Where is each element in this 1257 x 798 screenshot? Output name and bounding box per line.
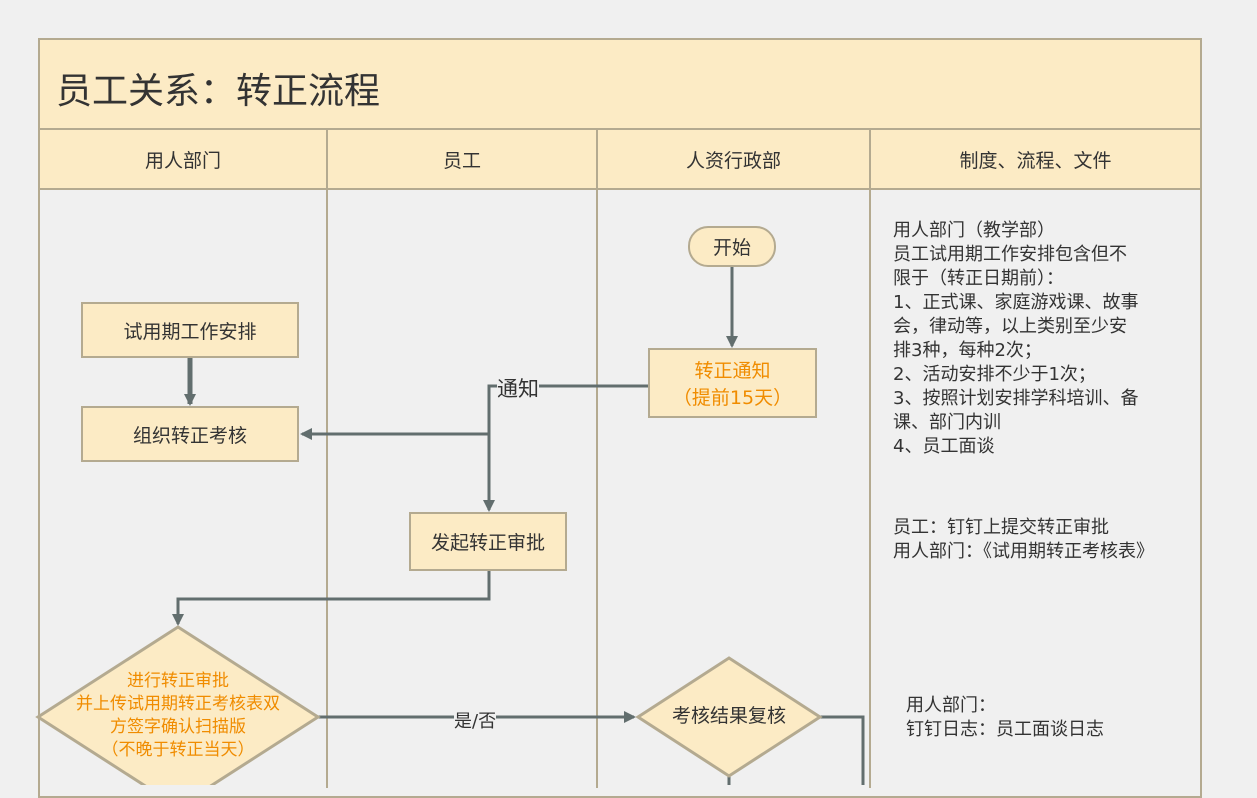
edge-label-yes-no: 是/否 xyxy=(454,707,497,733)
edge-notice-to-junction xyxy=(487,384,648,434)
notice-node[interactable]: 转正通知 （提前15天） xyxy=(648,348,817,418)
lane-header-employee: 员工 xyxy=(326,128,598,190)
notes-block-approval: 员工：钉钉上提交转正审批 用人部门：《试用期转正考核表》 xyxy=(893,517,1154,562)
notice-line1: 转正通知 xyxy=(694,360,771,382)
edge-result-out xyxy=(820,715,865,785)
lane-divider xyxy=(326,188,328,788)
start-node[interactable]: 开始 xyxy=(688,226,776,267)
initiate-approval-node[interactable]: 发起转正审批 xyxy=(409,512,567,571)
lane-header-hr-admin: 人资行政部 xyxy=(596,128,871,190)
review-result-diamond-shape xyxy=(635,656,823,778)
approval-diamond-text[interactable]: 进行转正审批 并上传试用期转正考核表双 方签字确认扫描版 （不晚于转正当天） xyxy=(76,671,280,760)
edge-label-notify: 通知 xyxy=(497,373,539,403)
lane-divider xyxy=(869,188,871,788)
approval-diamond-shape xyxy=(35,625,321,785)
notice-line2: （提前15天） xyxy=(672,387,793,409)
review-result-node[interactable]: 考核结果复核 xyxy=(671,705,786,727)
notes-block-probation: 用人部门（教学部） 员工试用期工作安排包含但不 限于（转正日期前）： 1、正式课… xyxy=(893,220,1139,457)
lane-header-hiring-dept: 用人部门 xyxy=(38,128,328,190)
edge-initiate-to-approval xyxy=(172,571,491,626)
lane-header-documents: 制度、流程、文件 xyxy=(869,128,1202,190)
lane-divider xyxy=(596,188,598,788)
notes-block-review: 用人部门： 钉钉日志：员工面谈日志 xyxy=(906,695,1104,740)
title-bar: 员工关系：转正流程 xyxy=(38,38,1202,130)
page-title: 员工关系：转正流程 xyxy=(56,71,381,112)
organize-review-node[interactable]: 组织转正考核 xyxy=(81,406,299,462)
probation-plan-node[interactable]: 试用期工作安排 xyxy=(81,302,299,358)
